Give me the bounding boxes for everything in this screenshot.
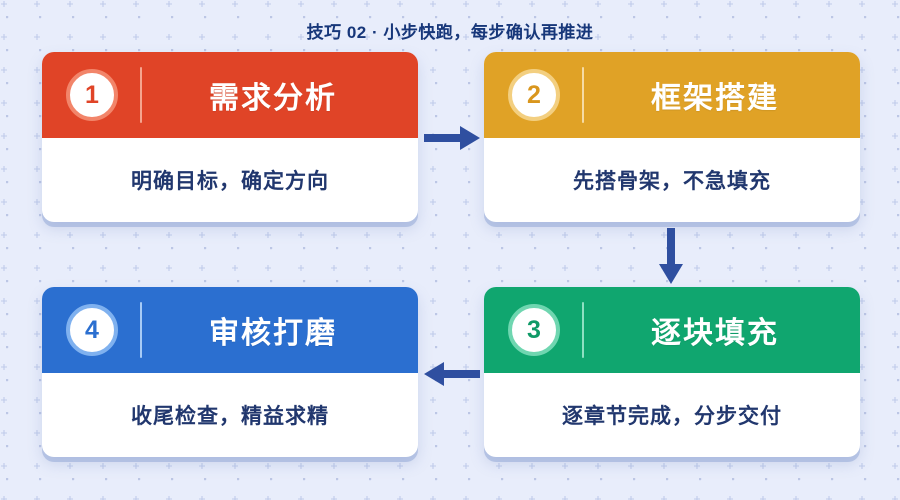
step-title-4: 审核打磨 [209,317,337,350]
arrow-left-icon [424,362,480,386]
step-number-3: 3 [527,315,541,344]
step-card-2[interactable]: 2 框架搭建 先搭骨架，不急填充 [484,52,860,222]
step-card-1-header: 1 需求分析 [42,52,418,138]
step-card-3-header: 3 逐块填充 [484,287,860,373]
step-title-1: 需求分析 [209,82,337,115]
header-divider-1 [140,67,142,123]
step-title-2: 框架搭建 [651,82,779,115]
header-divider-2 [582,67,584,123]
step-number-2: 2 [527,80,541,109]
arrow-down-icon [659,228,683,284]
step-number-badge-1: 1 [66,69,118,121]
step-number-badge-3: 3 [508,304,560,356]
step-card-1[interactable]: 1 需求分析 明确目标，确定方向 [42,52,418,222]
step-title-3: 逐块填充 [651,317,779,350]
step-number-badge-4: 4 [66,304,118,356]
page-title: 技巧 02 · 小步快跑，每步确认再推进 [306,23,594,42]
header-divider-3 [582,302,584,358]
step-card-3[interactable]: 3 逐块填充 逐章节完成，分步交付 [484,287,860,457]
step-description-3: 逐章节完成，分步交付 [562,405,782,428]
step-description-1: 明确目标，确定方向 [131,170,329,193]
arrow-right-icon [424,126,480,150]
step-number-4: 4 [85,315,99,344]
header-divider-4 [140,302,142,358]
step-card-4[interactable]: 4 审核打磨 收尾检查，精益求精 [42,287,418,457]
step-number-1: 1 [85,80,99,109]
step-card-4-header: 4 审核打磨 [42,287,418,373]
step-card-2-header: 2 框架搭建 [484,52,860,138]
step-description-4: 收尾检查，精益求精 [131,405,329,428]
step-description-2: 先搭骨架，不急填充 [573,170,771,193]
step-number-badge-2: 2 [508,69,560,121]
